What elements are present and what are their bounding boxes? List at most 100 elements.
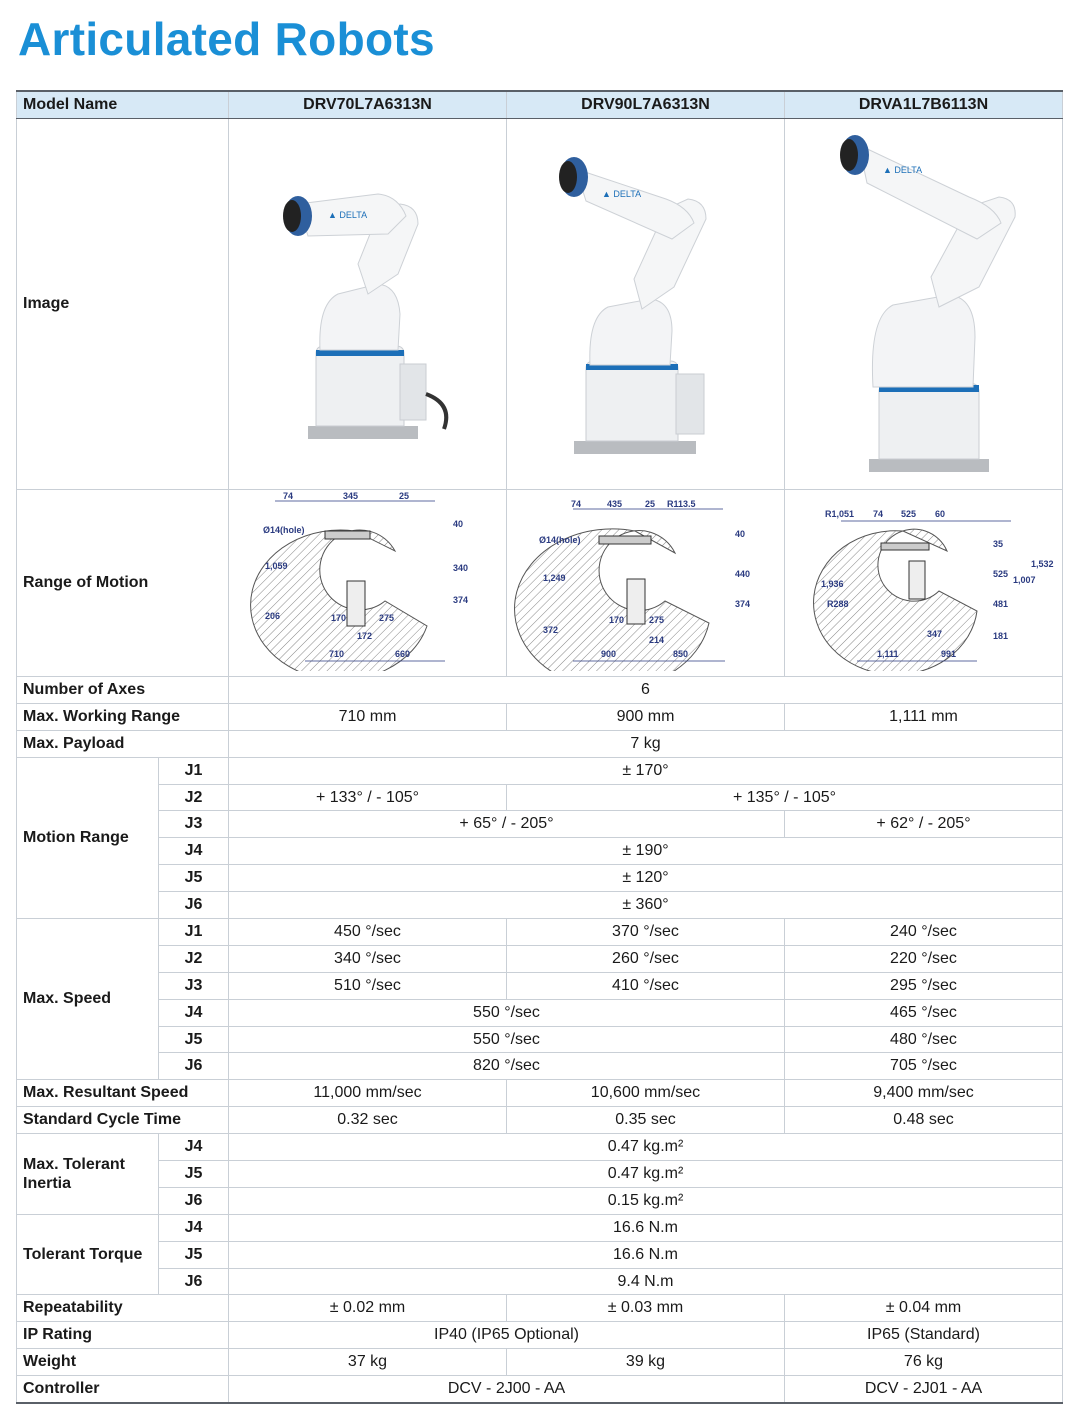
dim-label: 481 bbox=[993, 599, 1008, 609]
header-row: Model Name DRV70L7A6313N DRV90L7A6313N D… bbox=[16, 90, 1063, 119]
range-diagram-2: 74 435 25 R113.5 Ø14(hole) 40 440 374 1,… bbox=[506, 489, 785, 689]
axes-label: Number of Axes bbox=[16, 676, 229, 704]
speed-row-j3: J3 510 °/sec 410 °/sec 295 °/sec bbox=[17, 971, 1063, 1000]
speed-value: 260 °/sec bbox=[506, 944, 785, 973]
speed-row-j5: J5 550 °/sec 480 °/sec bbox=[17, 1025, 1063, 1054]
speed-value: 705 °/sec bbox=[784, 1052, 1063, 1081]
controller-value: DCV - 2J01 - AA bbox=[784, 1375, 1063, 1405]
range-row: Range of Motion 74 345 25 Ø14(hole) 40 3… bbox=[16, 489, 1063, 689]
joint-label: J6 bbox=[158, 1186, 229, 1215]
motion-row-j2: J2 + 133° / - 105° + 135° / - 105° bbox=[17, 783, 1063, 812]
dim-label: 850 bbox=[673, 649, 688, 659]
speed-value: 240 °/sec bbox=[784, 918, 1063, 946]
motion-row-j3: J3 + 65° / - 205° + 62° / - 205° bbox=[17, 810, 1063, 839]
dim-label: 1,111 bbox=[877, 649, 899, 659]
repeat-row: Repeatability ± 0.02 mm ± 0.03 mm ± 0.04… bbox=[16, 1294, 1063, 1323]
speed-row-j2: J2 340 °/sec 260 °/sec 220 °/sec bbox=[17, 944, 1063, 973]
speed-value: 510 °/sec bbox=[228, 971, 507, 1000]
dim-label: R288 bbox=[827, 599, 849, 609]
speed-value: 450 °/sec bbox=[228, 918, 507, 946]
repeat-value: ± 0.04 mm bbox=[784, 1294, 1063, 1323]
joint-label: J4 bbox=[158, 837, 229, 866]
motion-row-j1: Motion Range J1 ± 170° bbox=[16, 756, 1063, 920]
dim-label: 710 bbox=[329, 649, 344, 659]
speed-value: 820 °/sec bbox=[228, 1052, 785, 1081]
model-1: DRV70L7A6313N bbox=[228, 90, 507, 119]
motion-j4: ± 190° bbox=[228, 837, 1063, 866]
cycle-row: Standard Cycle Time 0.32 sec 0.35 sec 0.… bbox=[16, 1106, 1063, 1135]
resultant-value: 11,000 mm/sec bbox=[228, 1079, 507, 1108]
dim-label: 181 bbox=[993, 631, 1008, 641]
speed-value: 465 °/sec bbox=[784, 998, 1063, 1027]
joint-label: J2 bbox=[158, 783, 229, 812]
motion-j3-1: + 65° / - 205° bbox=[228, 810, 785, 839]
torque-row-j6: J6 9.4 N.m bbox=[17, 1267, 1063, 1296]
motion-j1: ± 170° bbox=[228, 756, 1063, 785]
model-2: DRV90L7A6313N bbox=[506, 90, 785, 119]
resultant-value: 10,600 mm/sec bbox=[506, 1079, 785, 1108]
dim-label: 1,007 bbox=[1013, 575, 1036, 585]
model-3: DRVA1L7B6113N bbox=[784, 90, 1063, 119]
motion-j2-2: + 135° / - 105° bbox=[506, 783, 1063, 812]
controller-row: Controller DCV - 2J00 - AA DCV - 2J01 - … bbox=[16, 1375, 1063, 1405]
joint-label: J2 bbox=[158, 944, 229, 973]
dim-label: 170 bbox=[331, 613, 346, 623]
dim-label: 74 bbox=[571, 499, 581, 509]
weight-value: 76 kg bbox=[784, 1348, 1063, 1377]
resultant-value: 9,400 mm/sec bbox=[784, 1079, 1063, 1108]
inertia-value: 0.47 kg.m² bbox=[228, 1160, 1063, 1188]
speed-value: 410 °/sec bbox=[506, 971, 785, 1000]
cycle-value: 0.35 sec bbox=[506, 1106, 785, 1135]
joint-label: J5 bbox=[158, 1160, 229, 1188]
payload-label: Max. Payload bbox=[16, 729, 229, 758]
dim-label: 1,936 bbox=[821, 579, 844, 589]
working-range-2: 900 mm bbox=[506, 702, 785, 731]
robot-2-icon: ▲ DELTA bbox=[558, 157, 707, 454]
dim-label: 60 bbox=[935, 509, 945, 519]
joint-label: J4 bbox=[158, 1213, 229, 1242]
dim-label: 435 bbox=[607, 499, 622, 509]
range-diagram-3: R1,051 74 525 60 35 525 481 181 1,007 1,… bbox=[784, 489, 1063, 677]
robot-1-icon: ▲ DELTA bbox=[282, 193, 448, 439]
joint-label: J6 bbox=[158, 891, 229, 920]
motion-j6: ± 360° bbox=[228, 891, 1063, 920]
dim-label: 900 bbox=[601, 649, 616, 659]
dim-label: 1,059 bbox=[265, 561, 288, 571]
dim-label: 74 bbox=[283, 491, 293, 501]
motion-j2-1: + 133° / - 105° bbox=[228, 783, 507, 812]
dim-label: 991 bbox=[941, 649, 956, 659]
range-diagram-1: 74 345 25 Ø14(hole) 40 340 374 1,059 206… bbox=[228, 489, 507, 681]
motion-j5: ± 120° bbox=[228, 864, 1063, 893]
controller-label: Controller bbox=[16, 1375, 229, 1405]
inertia-label: Max. Tolerant Inertia bbox=[16, 1133, 159, 1215]
range-label: Range of Motion bbox=[16, 489, 229, 677]
repeat-label: Repeatability bbox=[16, 1294, 229, 1323]
cycle-label: Standard Cycle Time bbox=[16, 1106, 229, 1135]
ip-value: IP65 (Standard) bbox=[784, 1321, 1063, 1350]
cycle-value: 0.32 sec bbox=[228, 1106, 507, 1135]
dim-label: 172 bbox=[357, 631, 372, 641]
weight-row: Weight 37 kg 39 kg 76 kg bbox=[16, 1348, 1063, 1377]
dim-label: 372 bbox=[543, 625, 558, 635]
svg-text:▲ DELTA: ▲ DELTA bbox=[328, 210, 367, 220]
working-range-3: 1,111 mm bbox=[784, 702, 1063, 731]
dim-label: 374 bbox=[735, 599, 750, 609]
working-range-label: Max. Working Range bbox=[16, 702, 229, 731]
repeat-value: ± 0.02 mm bbox=[228, 1294, 507, 1323]
spec-table: Model Name DRV70L7A6313N DRV90L7A6313N D… bbox=[16, 90, 1063, 1405]
dim-label: 74 bbox=[873, 509, 883, 519]
dim-label: 214 bbox=[649, 635, 664, 645]
ip-label: IP Rating bbox=[16, 1321, 229, 1350]
dim-label: 35 bbox=[993, 539, 1003, 549]
cycle-value: 0.48 sec bbox=[784, 1106, 1063, 1135]
joint-label: J6 bbox=[158, 1267, 229, 1296]
speed-value: 550 °/sec bbox=[228, 998, 785, 1027]
joint-label: J6 bbox=[158, 1052, 229, 1081]
payload-value: 7 kg bbox=[228, 729, 1063, 758]
robot-3-icon: ▲ DELTA bbox=[839, 134, 1016, 472]
weight-label: Weight bbox=[16, 1348, 229, 1377]
dim-label: 660 bbox=[395, 649, 410, 659]
speed-value: 340 °/sec bbox=[228, 944, 507, 973]
ip-value: IP40 (IP65 Optional) bbox=[228, 1321, 785, 1350]
dim-label: 40 bbox=[453, 519, 463, 529]
